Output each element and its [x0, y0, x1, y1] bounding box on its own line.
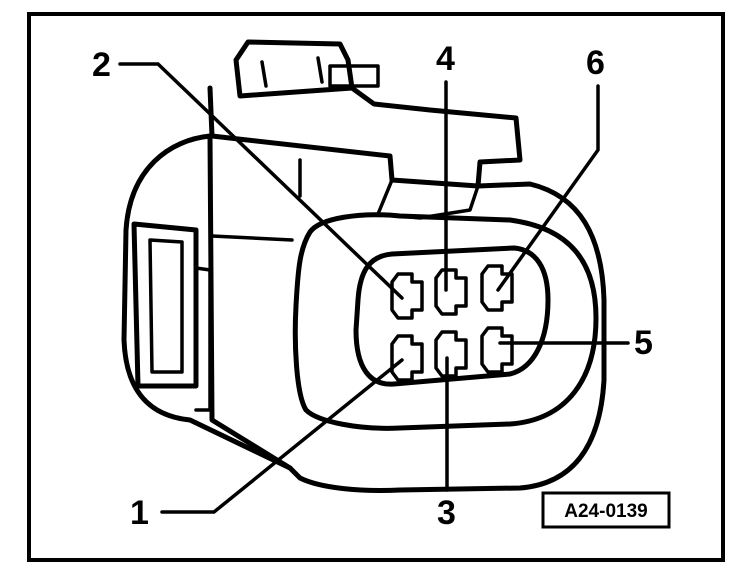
- leader-line-pin2: [118, 62, 404, 300]
- leader-line-pin1: [160, 358, 404, 514]
- pin-label-3: 3: [437, 494, 456, 532]
- leader-lines: [118, 62, 630, 514]
- pin-label-2: 2: [92, 46, 111, 84]
- pin-label-1: 1: [130, 494, 149, 532]
- reference-code: A24-0139: [564, 501, 647, 522]
- diagram-frame: [27, 12, 725, 562]
- pin-label-6: 6: [586, 44, 605, 82]
- connector-housing: [121, 39, 607, 493]
- leader-line-pin6: [496, 84, 600, 292]
- pin-label-4: 4: [436, 40, 455, 78]
- pin-label-5: 5: [634, 324, 653, 362]
- reference-code-box: A24-0139: [541, 491, 671, 529]
